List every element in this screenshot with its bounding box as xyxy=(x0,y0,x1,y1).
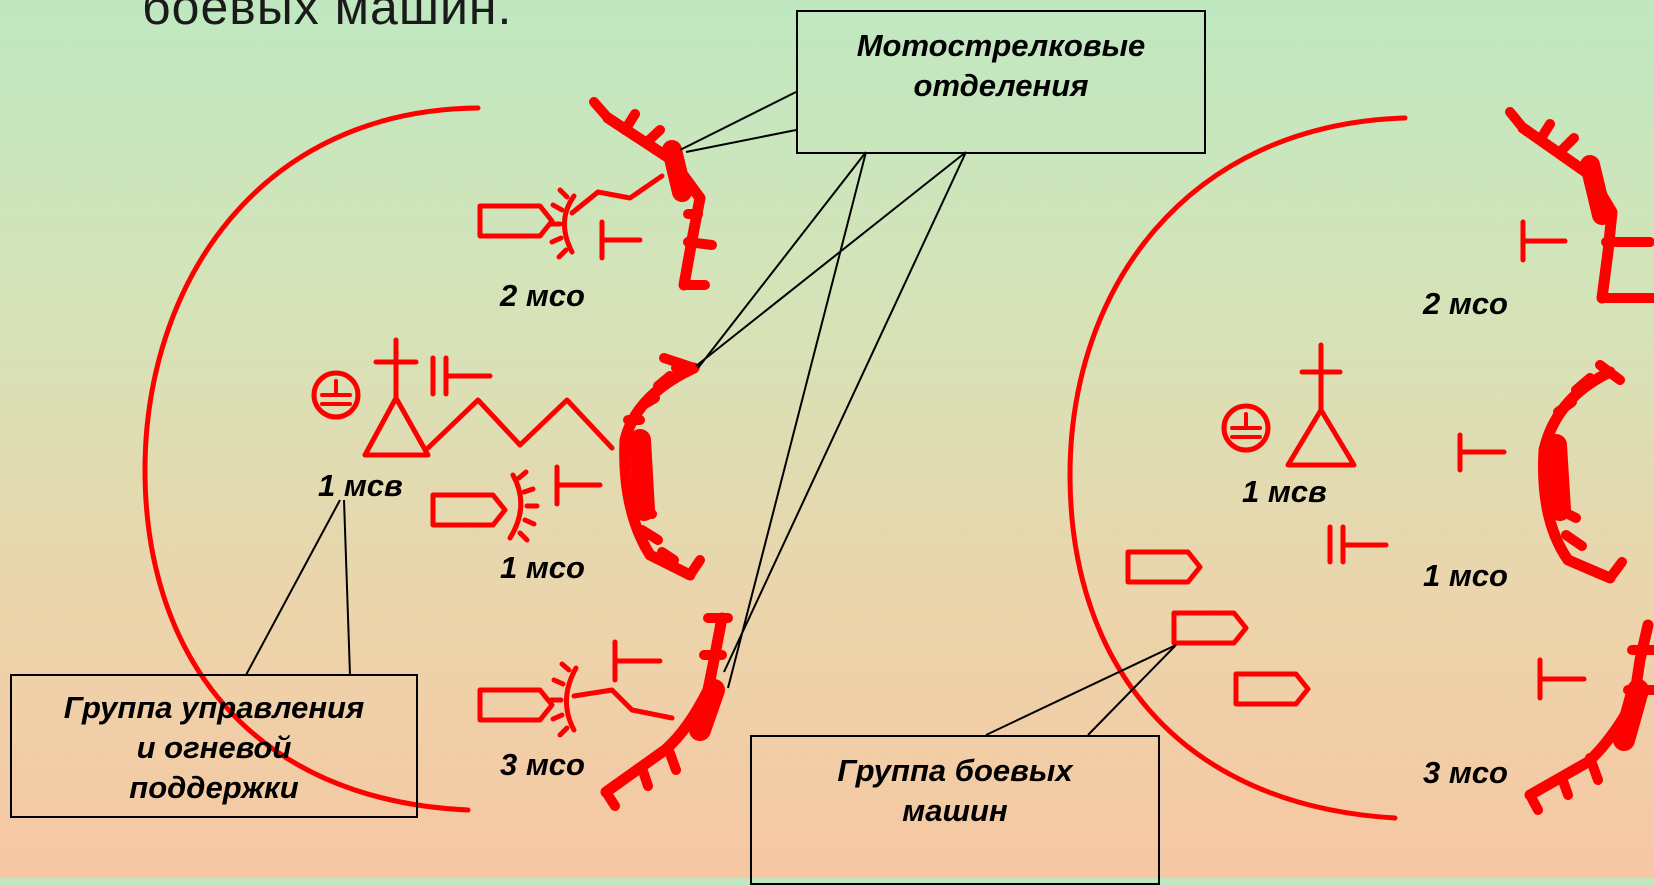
left-squad-2-vehicle-icon xyxy=(477,203,555,239)
right-command-triangle-icon xyxy=(1285,407,1357,468)
left-squad-2-label: 2 мсо xyxy=(500,278,585,313)
left-squad-1-shelter-icon xyxy=(507,469,540,543)
right-squad-2-observer-icon xyxy=(1520,219,1568,263)
left-squad-1-label: 1 мсо xyxy=(500,550,585,585)
left-squad-1-trench xyxy=(619,353,705,581)
right-platoon-label: 1 мсв xyxy=(1242,474,1327,509)
page-title: боевых машин. xyxy=(142,0,513,35)
leader-squads-to-left-2 xyxy=(679,91,797,153)
callout-command-group: Группа управления и огневой поддержки xyxy=(10,674,418,818)
left-formation-arc xyxy=(142,105,481,813)
right-command-cross-icon xyxy=(1299,342,1343,413)
callout-vehicles-line-2: машин xyxy=(902,793,1008,828)
right-squad-2-trench xyxy=(1505,107,1654,304)
right-squad-3-observer-icon xyxy=(1537,657,1587,701)
right-commander-icon xyxy=(1221,403,1271,453)
left-platoon-label: 1 мсв xyxy=(318,468,403,503)
callout-vehicles-line-1: Группа боевых xyxy=(837,753,1073,788)
left-squad-2-observer-icon xyxy=(599,219,643,261)
left-command-capacitor-icon xyxy=(430,355,493,397)
right-capacitor-icon xyxy=(1327,524,1389,565)
callout-command-line-3: поддержки xyxy=(129,770,299,805)
left-squad-1-vehicle-icon xyxy=(430,492,508,528)
right-squad-1-label: 1 мсо xyxy=(1423,558,1508,593)
callout-command-line-1: Группа управления xyxy=(63,690,365,725)
right-squad-1-trench xyxy=(1538,360,1627,584)
left-squad-3-vehicle-icon xyxy=(477,687,555,723)
leader-vehicle-group xyxy=(985,644,1177,736)
right-squad-3-trench xyxy=(1524,619,1654,815)
callout-squads: Мотострелковые отделения xyxy=(796,10,1206,154)
right-squad-3-label: 3 мсо xyxy=(1423,755,1508,790)
right-squad-2-label: 2 мсо xyxy=(1423,286,1508,321)
left-squad-3-label: 3 мсо xyxy=(500,747,585,782)
left-squad-3-observer-icon xyxy=(612,639,663,683)
callout-command-line-2: и огневой xyxy=(136,730,292,765)
right-vehicle-icon-1 xyxy=(1125,549,1203,585)
leader-squads-to-left-1 xyxy=(695,151,967,369)
left-commander-icon xyxy=(311,370,361,420)
left-command-link xyxy=(425,397,615,451)
left-squad-3-link xyxy=(571,687,675,721)
left-squad-2-shelter-icon xyxy=(547,187,577,260)
right-observer-icon xyxy=(1457,432,1507,473)
left-command-triangle-icon xyxy=(362,395,431,458)
callout-vehicle-group: Группа боевых машин xyxy=(750,735,1160,885)
left-squad-2-trench xyxy=(589,97,717,291)
callout-squads-line-1: Мотострелковые xyxy=(856,28,1146,63)
right-vehicle-icon-2 xyxy=(1171,610,1249,646)
left-squad-3-shelter-icon xyxy=(548,661,579,738)
right-formation-arc xyxy=(1067,115,1408,821)
right-vehicle-icon-3 xyxy=(1233,671,1311,707)
leader-squads-to-left-3 xyxy=(723,151,967,689)
callout-squads-line-2: отделения xyxy=(913,68,1089,103)
left-squad-1-observer-icon xyxy=(554,464,603,507)
left-command-cross-icon xyxy=(373,337,419,401)
left-squad-2-link xyxy=(569,173,665,216)
leader-command-group xyxy=(245,499,351,676)
left-squad-3-trench xyxy=(600,612,733,811)
